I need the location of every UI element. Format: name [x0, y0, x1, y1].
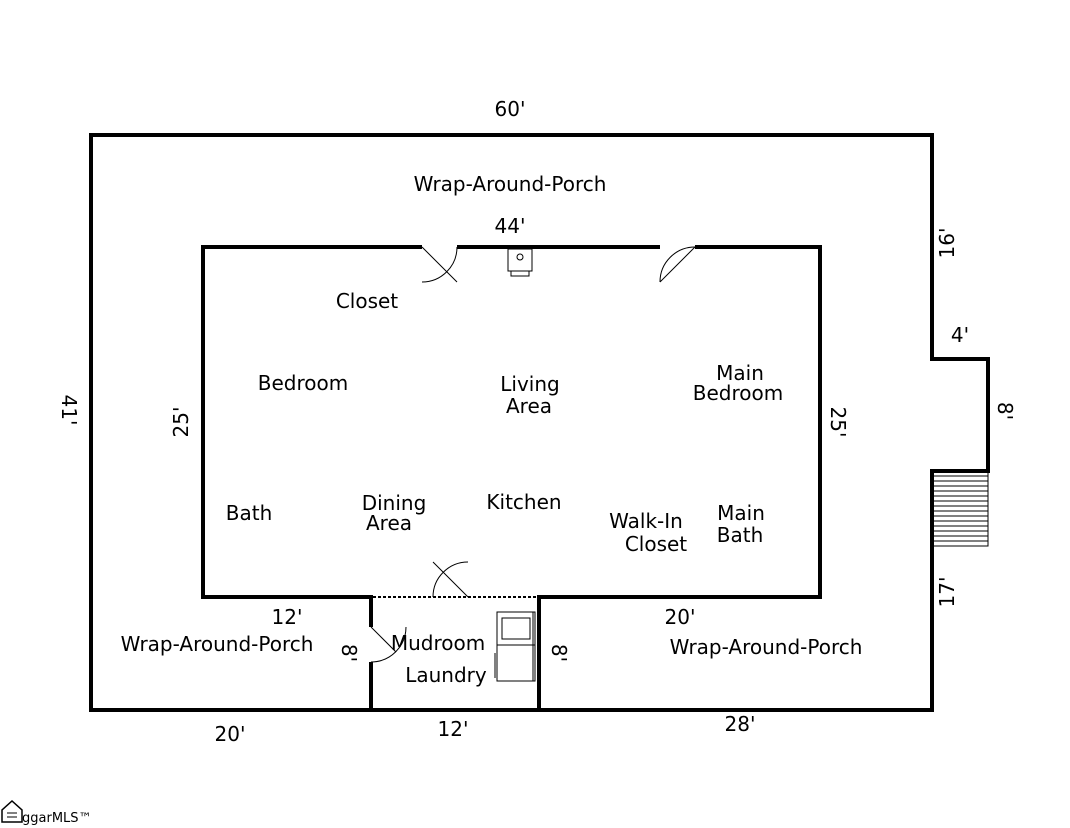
- dim-bottom-mid: 12': [438, 717, 469, 741]
- room-dining-2: Area: [366, 511, 412, 535]
- fireplace-icon: [507, 248, 533, 277]
- washer-dryer-icon: [494, 611, 536, 682]
- room-porch-top: Wrap-Around-Porch: [414, 172, 607, 196]
- room-main-bath: Main: [717, 501, 765, 525]
- room-mudroom: Mudroom: [391, 631, 485, 655]
- room-main-bedroom: Main: [716, 361, 764, 385]
- room-laundry: Laundry: [405, 663, 487, 687]
- door-mudroom-kitchen: [432, 561, 469, 598]
- dim-notch-width: 4': [951, 323, 969, 347]
- dim-right-upper: 16': [935, 228, 959, 259]
- room-porch-left: Wrap-Around-Porch: [121, 632, 314, 656]
- room-walkin-2: Closet: [625, 532, 687, 556]
- dim-top-inner: 44': [495, 214, 526, 238]
- dim-bottom-left: 20': [215, 722, 246, 746]
- door-front: [659, 244, 696, 283]
- dim-right-lower: 17': [935, 577, 959, 608]
- room-porch-right: Wrap-Around-Porch: [670, 635, 863, 659]
- dim-mudroom-left: 8': [337, 644, 361, 662]
- room-main-bath-2: Bath: [717, 523, 764, 547]
- dim-bottom-right: 28': [725, 712, 756, 736]
- dim-porch-right: 20': [665, 605, 696, 629]
- dim-notch-height: 8': [993, 402, 1017, 420]
- room-main-bedroom-2: Bedroom: [693, 381, 783, 405]
- dim-right-inner: 25': [826, 407, 850, 438]
- room-living: Living: [500, 372, 559, 396]
- room-living-2: Area: [506, 394, 552, 418]
- room-closet: Closet: [336, 289, 398, 313]
- room-dining: Dining: [362, 491, 427, 515]
- dim-top-outer: 60': [495, 97, 526, 121]
- logo-text: ggarMLS™: [22, 811, 92, 826]
- door-closet: [421, 244, 458, 283]
- mls-logo: ggarMLS™: [1, 799, 92, 826]
- dim-mudroom-right: 8': [547, 644, 571, 662]
- dim-left-inner: 25': [169, 407, 193, 438]
- stairs-icon: [931, 470, 989, 547]
- room-kitchen: Kitchen: [486, 490, 561, 514]
- room-walkin: Walk-In: [609, 509, 683, 533]
- dim-porch-left: 12': [272, 605, 303, 629]
- door-mudroom-porch: [368, 626, 407, 663]
- room-bedroom: Bedroom: [258, 371, 348, 395]
- room-bath: Bath: [226, 501, 273, 525]
- dim-left-outer: 41': [57, 395, 81, 426]
